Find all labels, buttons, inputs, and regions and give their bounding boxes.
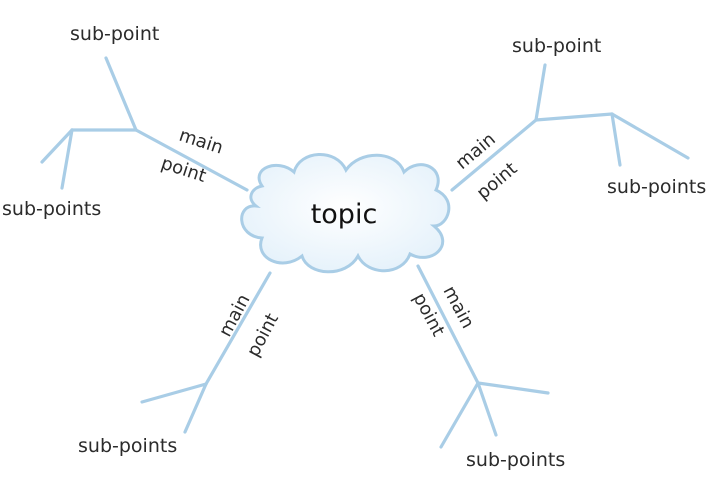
topic-label: topic [311,199,378,230]
topic-node: topic [240,153,451,274]
sub-points-line-b-upper-right [610,112,622,167]
branch-upper-left: sub-point sub-points main point [2,23,249,220]
branch-upper-right: sub-point sub-points main point [450,35,706,204]
sub-points-line-a-upper-left [40,128,74,164]
sub-points-line-a-lower-right [439,381,480,449]
sub-point-label-upper-right: sub-point [512,35,601,57]
sub-points-stem-lower-left [140,382,208,404]
sub-points-stem-upper-right [534,112,614,122]
main-line-upper-right [450,118,538,192]
branch-lower-right: sub-points main point [409,264,565,471]
sub-points-label-lower-right: sub-points [466,449,565,471]
sub-point-line-upper-left [104,56,138,132]
topic-cloud-shape [240,153,451,274]
main-label-word2-lower-left: point [243,310,283,360]
sub-points-label-upper-right: sub-points [607,176,706,198]
main-label-word1-lower-left: main [215,291,255,341]
sub-point-line-upper-right [534,63,547,122]
main-label-word2-upper-left: point [158,153,208,187]
main-line-upper-left [134,128,249,192]
branch-lower-left: sub-points main point [78,271,283,457]
sub-points-line-b-lower-right [476,381,498,437]
sub-points-label-upper-left: sub-points [2,198,101,220]
main-line-lower-right [416,264,480,385]
sub-points-line-b-upper-left [60,128,74,190]
sub-points-line-lower-left [183,382,208,434]
main-line-lower-left [204,271,272,386]
sub-points-stem-lower-right [476,381,550,395]
sub-point-label-upper-left: sub-point [70,23,159,45]
sub-points-label-lower-left: sub-points [78,435,177,457]
main-label-word1-upper-left: main [176,125,225,159]
sub-points-line-a-upper-right [610,112,690,160]
main-label-word1-upper-right: main [452,129,500,174]
